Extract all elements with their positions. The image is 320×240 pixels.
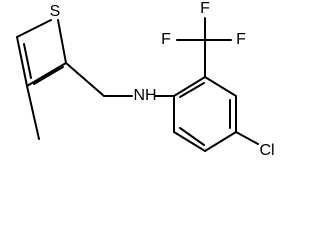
fluorine-right-label: F — [236, 31, 246, 48]
methyl-bond — [26, 85, 40, 140]
ring-bond-1 — [173, 76, 206, 97]
ring-bond-1-double — [179, 82, 205, 98]
benzene-ring — [173, 76, 237, 152]
thiophene-ring — [16, 19, 67, 87]
bond-s1-c2 — [57, 19, 67, 64]
bond-c4-c3 — [26, 62, 67, 87]
amine-label: NH — [133, 87, 156, 104]
fluorine-left-label: F — [161, 31, 171, 48]
fluorine-top-label: F — [200, 0, 210, 17]
bond-c5-c4-double — [23, 43, 32, 79]
chemical-structure: S NH Cl F F F — [16, 0, 275, 159]
ch2-bond — [65, 62, 105, 97]
chlorine-label: Cl — [259, 142, 274, 159]
ring-bond-5 — [173, 131, 206, 152]
ring-bond-4 — [204, 131, 237, 152]
bond-c4-c3-double — [33, 66, 64, 85]
bond-s1-c5 — [16, 19, 52, 38]
bond-c5-c4 — [16, 36, 28, 87]
chlorine-bond — [235, 131, 259, 145]
ring-bond-2 — [204, 76, 237, 97]
sulfur-label: S — [50, 3, 61, 20]
ring-bond-5-double — [179, 127, 205, 146]
